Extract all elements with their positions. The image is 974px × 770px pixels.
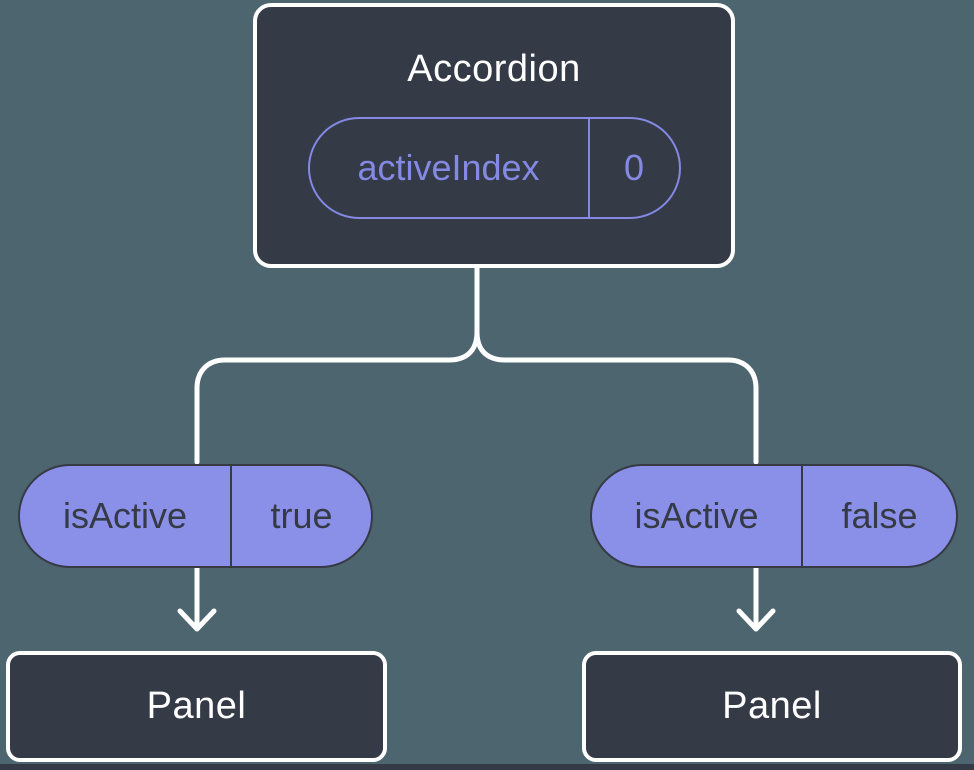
panel-node-left: Panel <box>6 651 387 762</box>
panel-node-right: Panel <box>582 651 962 762</box>
prop-value-label: true <box>230 466 371 566</box>
connector-branch-left <box>194 329 480 465</box>
connector-arrow-left-head <box>177 608 217 632</box>
activeindex-prop-pill: activeIndex 0 <box>307 117 681 219</box>
prop-value-label: false <box>801 466 956 566</box>
connector-arrow-right-head <box>736 608 776 632</box>
accordion-node-title: Accordion <box>407 48 581 90</box>
isactive-pill-left: isActive true <box>18 464 373 568</box>
isactive-pill-right: isActive false <box>590 464 958 568</box>
panel-node-title: Panel <box>722 685 822 727</box>
connector-branch-right <box>474 329 759 465</box>
panel-node-title: Panel <box>146 685 247 727</box>
prop-name-label: isActive <box>634 495 759 536</box>
accordion-node: Accordion activeIndex 0 <box>253 3 735 268</box>
bottom-edge-bar <box>0 764 974 770</box>
prop-name-label: activeIndex <box>357 147 540 188</box>
prop-value-label: 0 <box>587 119 679 217</box>
prop-name-label: isActive <box>62 495 188 536</box>
